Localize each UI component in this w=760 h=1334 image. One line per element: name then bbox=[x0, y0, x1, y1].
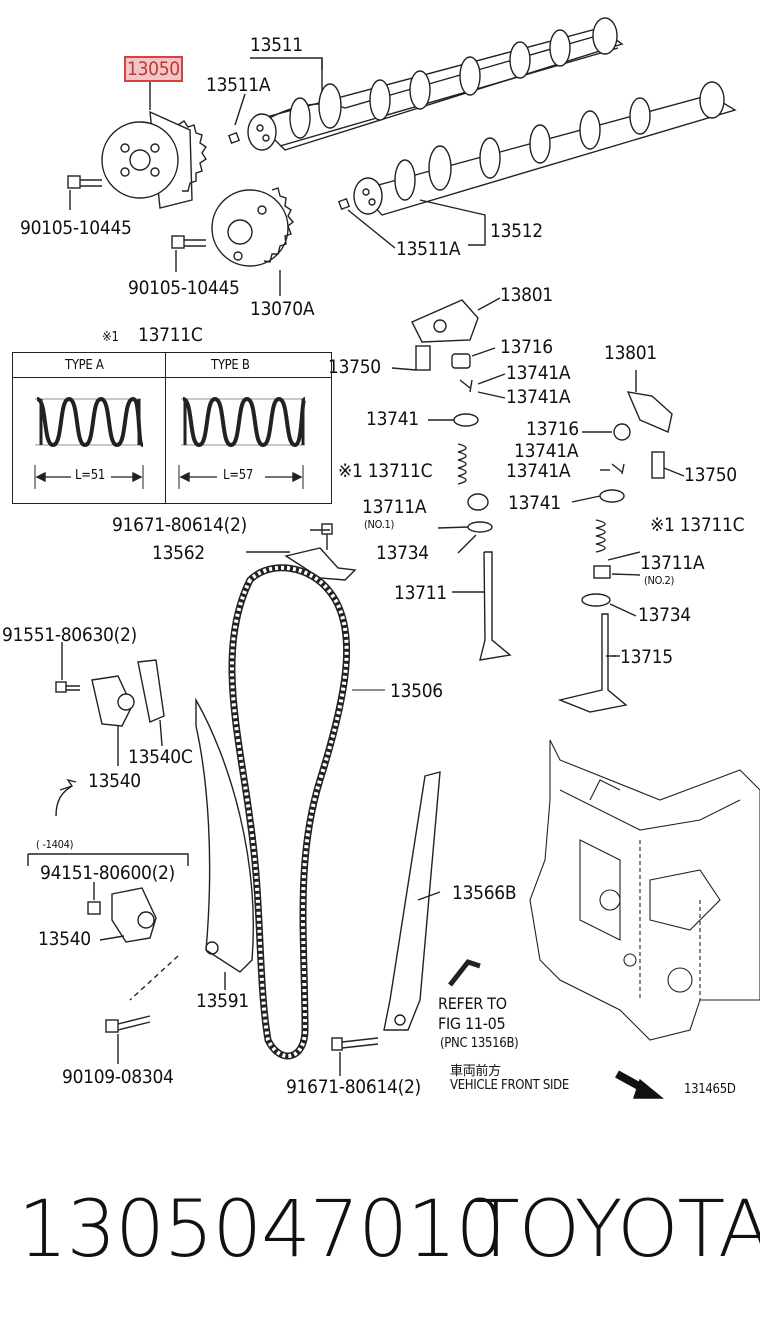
tensioner-13540-a bbox=[55, 642, 165, 766]
label-91551-80630[interactable]: 91551-80630(2) bbox=[2, 624, 137, 646]
label-no1: (NO.1) bbox=[364, 518, 395, 531]
label-13716-a[interactable]: 13716 bbox=[500, 336, 553, 358]
label-13741A-a2[interactable]: 13741A bbox=[506, 386, 571, 408]
label-94151-80600[interactable]: 94151-80600(2) bbox=[40, 862, 175, 884]
label-13741-b[interactable]: 13741 bbox=[508, 492, 561, 514]
label-90105-10445-b[interactable]: 90105-10445 bbox=[128, 277, 240, 299]
type-b-length: L=57 bbox=[223, 468, 253, 483]
type-a-length: L=51 bbox=[75, 468, 105, 483]
rocker-arm-13801-a bbox=[391, 297, 501, 371]
spring-type-a-icon bbox=[35, 396, 145, 448]
label-13711[interactable]: 13711 bbox=[394, 582, 447, 604]
label-13512[interactable]: 13512 bbox=[490, 220, 543, 242]
plate-13562 bbox=[246, 523, 357, 581]
note-mark-1: ※1 bbox=[102, 330, 119, 345]
label-13070A[interactable]: 13070A bbox=[250, 298, 315, 320]
label-13715[interactable]: 13715 bbox=[620, 646, 673, 668]
label-no2: (NO.2) bbox=[644, 574, 675, 587]
label-13511[interactable]: 13511 bbox=[250, 34, 303, 56]
vehicle-front-side: VEHICLE FRONT SIDE bbox=[450, 1078, 569, 1093]
camshaft-13511 bbox=[247, 17, 624, 151]
brand-name: TOYOTA bbox=[472, 1185, 760, 1275]
vehicle-front-jp: 車両前方 bbox=[450, 1064, 501, 1079]
label-13506[interactable]: 13506 bbox=[390, 680, 443, 702]
timing-chain-13506 bbox=[228, 564, 385, 1060]
type-b-header: TYPE B bbox=[211, 358, 250, 373]
type-a-header: TYPE A bbox=[65, 358, 104, 373]
parts-diagram bbox=[27, 17, 760, 1099]
refer-line-1: REFER TO bbox=[438, 994, 507, 1013]
tensioner-13540-b bbox=[87, 882, 157, 943]
label-13540-b[interactable]: 13540 bbox=[38, 928, 91, 950]
label-13801-b[interactable]: 13801 bbox=[604, 342, 657, 364]
label-13511A-top[interactable]: 13511A bbox=[206, 74, 271, 96]
label-91671-80614-bottom[interactable]: 91671-80614(2) bbox=[286, 1076, 421, 1098]
camshaft-13512 bbox=[353, 81, 737, 216]
range-note: ( -1404) bbox=[36, 838, 74, 851]
label-13711C-right[interactable]: ※1 13711C bbox=[650, 514, 745, 536]
gear-13050-drawing bbox=[101, 82, 207, 209]
label-91671-80614-top[interactable]: 91671-80614(2) bbox=[112, 514, 247, 536]
label-90105-10445-a[interactable]: 90105-10445 bbox=[20, 217, 132, 239]
label-13741A-b2[interactable]: 13741A bbox=[506, 460, 571, 482]
label-13801-a[interactable]: 13801 bbox=[500, 284, 553, 306]
label-13734-b[interactable]: 13734 bbox=[638, 604, 691, 626]
rocker-arm-13801-b bbox=[557, 370, 685, 713]
gear-13070A-drawing bbox=[211, 187, 294, 296]
label-13711A-a[interactable]: 13711A bbox=[362, 496, 427, 518]
label-13734-a[interactable]: 13734 bbox=[376, 542, 429, 564]
label-13540-a[interactable]: 13540 bbox=[88, 770, 141, 792]
label-13741A-b1[interactable]: 13741A bbox=[514, 440, 579, 462]
label-13540C[interactable]: 13540C bbox=[128, 746, 193, 768]
valve-set-a bbox=[428, 373, 512, 661]
bolt-90105-a bbox=[67, 175, 102, 210]
bolt-90109 bbox=[105, 1015, 151, 1064]
bolt-90105-b bbox=[171, 235, 206, 272]
label-13741A-a1[interactable]: 13741A bbox=[506, 362, 571, 384]
label-13716-b[interactable]: 13716 bbox=[526, 418, 579, 440]
bolt-91671-bottom bbox=[331, 1037, 379, 1076]
label-13741-a[interactable]: 13741 bbox=[366, 408, 419, 430]
label-13750-b[interactable]: 13750 bbox=[684, 464, 737, 486]
spring-type-table: TYPE A TYPE B L=51 L=57 bbox=[12, 352, 332, 504]
spring-drawings bbox=[34, 396, 307, 489]
refer-line-3: (PNC 13516B) bbox=[440, 1036, 519, 1051]
spring-type-b-icon bbox=[181, 396, 307, 448]
chain-guide-13566B bbox=[383, 771, 441, 1031]
label-13711A-b[interactable]: 13711A bbox=[640, 552, 705, 574]
label-13562[interactable]: 13562 bbox=[152, 542, 205, 564]
label-13711C-mid[interactable]: ※1 13711C bbox=[338, 460, 433, 482]
label-13566B[interactable]: 13566B bbox=[452, 882, 517, 904]
refer-line-2: FIG 11-05 bbox=[438, 1014, 506, 1033]
label-13511A-bottom[interactable]: 13511A bbox=[396, 238, 461, 260]
range-bracket bbox=[27, 853, 189, 866]
engine-block bbox=[448, 739, 760, 1041]
drawing-number: 131465D bbox=[684, 1082, 736, 1097]
chain-guide-13591 bbox=[129, 697, 255, 1001]
label-13591[interactable]: 13591 bbox=[196, 990, 249, 1012]
label-90109-08304[interactable]: 90109-08304 bbox=[62, 1066, 174, 1088]
part-number: 1305047010 bbox=[18, 1185, 505, 1275]
label-13050-highlighted[interactable]: 13050 bbox=[124, 56, 183, 82]
label-13711C-top[interactable]: 13711C bbox=[138, 324, 203, 346]
label-13750-a[interactable]: 13750 bbox=[328, 356, 381, 378]
